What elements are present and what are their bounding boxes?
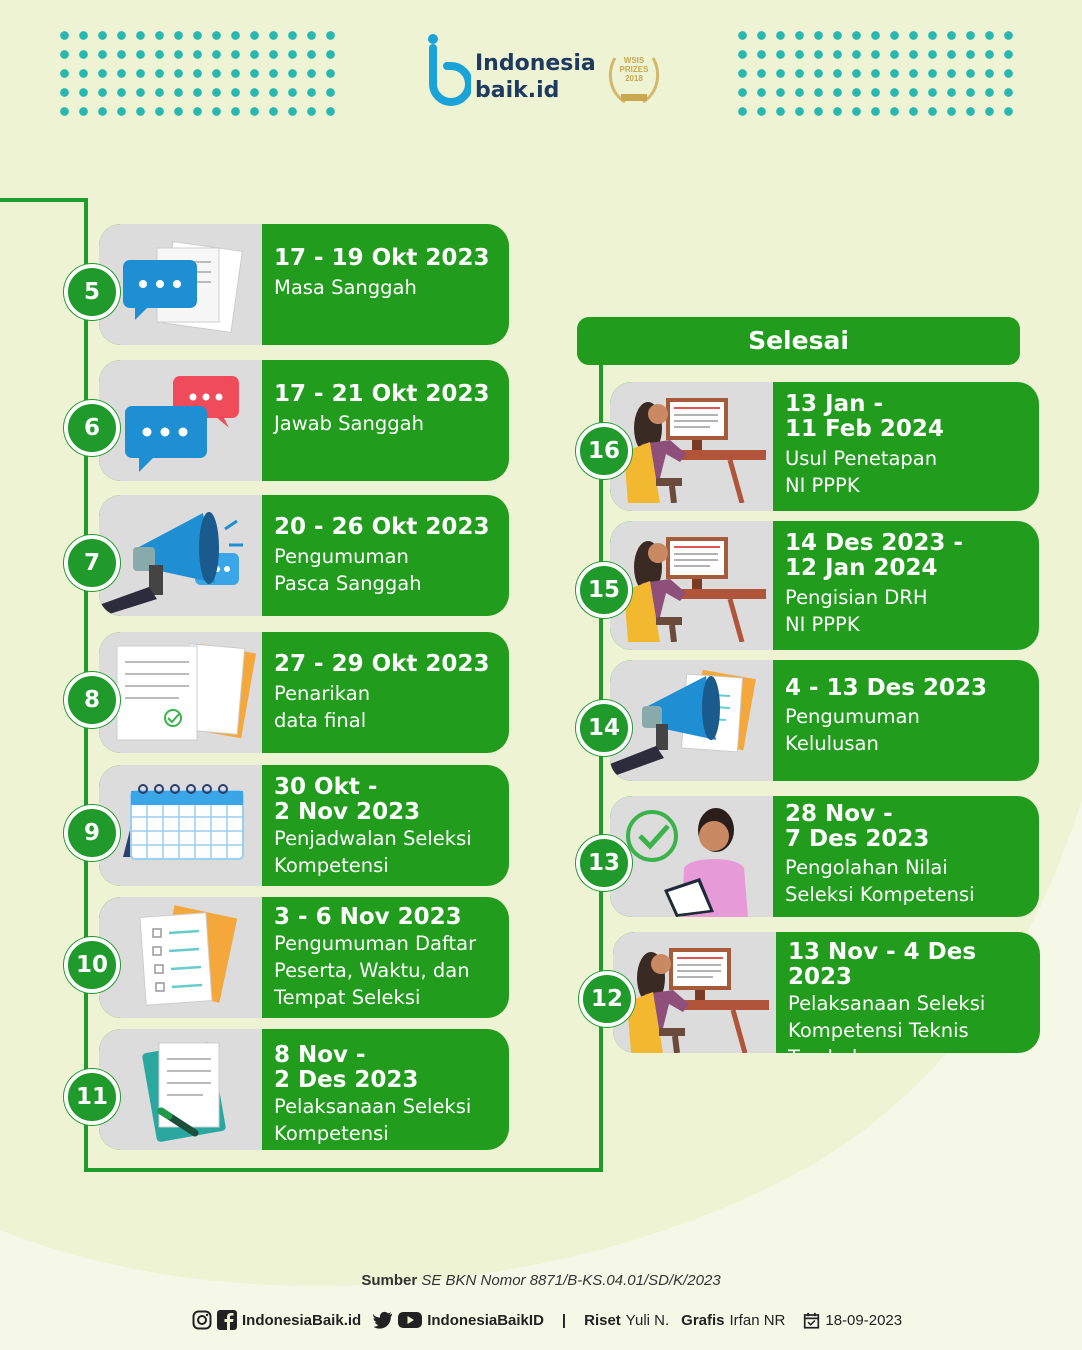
step-label: Pengumuman Pasca Sanggah — [274, 545, 422, 595]
documents-chat-icon — [99, 224, 262, 345]
step-card-12: 13 Nov - 4 Des 2023 Pelaksanaan Seleksi … — [613, 932, 1040, 1053]
step-card-13: 28 Nov - 7 Des 2023 Pengolahan Nilai Sel… — [610, 796, 1039, 917]
step-number-5: 5 — [64, 264, 120, 320]
twitter-icon[interactable] — [373, 1310, 393, 1330]
instagram-icon[interactable] — [192, 1310, 212, 1330]
timeline-line-right — [599, 363, 603, 1172]
step-number-13: 13 — [576, 835, 632, 891]
step-card-8: 27 - 29 Okt 2023 Penarikan data final — [99, 632, 509, 753]
chat-bubbles-icon — [99, 360, 262, 481]
step-label: Usul Penetapan NI PPPK — [785, 447, 938, 497]
step-number-14: 14 — [576, 700, 632, 756]
step-label: Pengolahan Nilai Seleksi Kompetensi — [785, 856, 975, 906]
step-date: 13 Nov - 4 Des 2023 — [788, 939, 977, 990]
megaphone-document-icon — [610, 660, 773, 781]
step-date: 13 Jan - 11 Feb 2024 — [785, 391, 944, 442]
step-date: 30 Okt - 2 Nov 2023 — [274, 774, 421, 825]
facebook-icon[interactable] — [217, 1310, 237, 1330]
calendar-small-icon — [804, 1312, 820, 1329]
timeline-line-bottom — [84, 1168, 603, 1172]
wsis-prize-badge — [608, 57, 660, 104]
source-line: Sumber SE BKN Nomor 8871/B-KS.04.01/SD/K… — [0, 1272, 1082, 1289]
step-number-7: 7 — [64, 535, 120, 591]
footer: IndonesiaBaik.id IndonesiaBaikID | Riset… — [192, 1308, 902, 1332]
woman-computer-icon — [610, 382, 773, 511]
step-label: Jawab Sanggah — [274, 412, 424, 435]
wsis-badge-text: WSIS PRIZES 2018 — [619, 56, 649, 83]
step-label: Pengumuman Kelulusan — [785, 705, 920, 755]
step-number-6: 6 — [64, 400, 120, 456]
dot-pattern-left — [55, 26, 345, 121]
footer-date: 18-09-2023 — [825, 1311, 903, 1329]
dot-pattern-right — [733, 26, 1023, 121]
step-date: 4 - 13 Des 2023 — [785, 675, 987, 701]
step-number-10: 10 — [64, 937, 120, 993]
step-label: Pelaksanaan Seleksi Kompetensi Teknis Ta… — [788, 992, 986, 1053]
megaphone-icon — [99, 495, 262, 616]
step-card-5: 17 - 19 Okt 2023 Masa Sanggah — [99, 224, 509, 345]
step-card-10: 3 - 6 Nov 2023 Pengumuman Daftar Peserta… — [99, 897, 509, 1018]
step-date: 3 - 6 Nov 2023 — [274, 904, 462, 930]
step-number-12: 12 — [579, 971, 635, 1027]
step-card-6: 17 - 21 Okt 2023 Jawab Sanggah — [99, 360, 509, 481]
step-number-16: 16 — [576, 423, 632, 479]
woman-computer-icon — [613, 932, 776, 1053]
source-prefix: Sumber — [361, 1272, 418, 1289]
step-label: Pengisian DRH NI PPPK — [785, 586, 928, 636]
step-label: Penjadwalan Seleksi Kompetensi — [274, 827, 472, 877]
step-number-11: 11 — [64, 1069, 120, 1125]
footer-handle-1[interactable]: IndonesiaBaik.id — [242, 1311, 362, 1329]
step-date: 20 - 26 Okt 2023 — [274, 514, 490, 540]
step-label: Penarikan data final — [274, 682, 371, 732]
footer-separator: | — [561, 1311, 567, 1329]
riset-name: Yuli N. — [625, 1311, 670, 1329]
step-card-7: 20 - 26 Okt 2023 Pengumuman Pasca Sangga… — [99, 495, 509, 616]
step-number-8: 8 — [64, 672, 120, 728]
step-date: 17 - 19 Okt 2023 — [274, 245, 490, 271]
clipboard-pen-icon — [99, 1029, 262, 1150]
grafis-name: Irfan NR — [729, 1311, 786, 1329]
step-card-16: 13 Jan - 11 Feb 2024 Usul Penetapan NI P… — [610, 382, 1039, 511]
step-number-15: 15 — [576, 562, 632, 618]
indonesiabaik-logo: Indonesia baik.id WSIS PRIZES 2018 — [425, 32, 675, 112]
woman-reading-check-icon — [610, 796, 773, 917]
grafis-label: Grafis — [681, 1311, 725, 1329]
step-label: Pengumuman Daftar Peserta, Waktu, dan Te… — [274, 932, 477, 1009]
step-label: Pelaksanaan Seleksi Kompetensi — [274, 1095, 472, 1145]
step-date: 8 Nov - 2 Des 2023 — [274, 1042, 419, 1093]
woman-computer-icon — [610, 521, 773, 650]
step-card-11: 8 Nov - 2 Des 2023 Pelaksanaan Seleksi K… — [99, 1029, 509, 1150]
step-date: 14 Des 2023 - 12 Jan 2024 — [785, 530, 963, 581]
step-date: 28 Nov - 7 Des 2023 — [785, 801, 930, 852]
logo-b-icon — [428, 34, 473, 106]
step-number-9: 9 — [64, 805, 120, 861]
step-card-9: 30 Okt - 2 Nov 2023 Penjadwalan Seleksi … — [99, 765, 509, 886]
riset-label: Riset — [584, 1311, 621, 1329]
youtube-icon[interactable] — [398, 1310, 423, 1330]
documents-check-icon — [99, 632, 262, 753]
step-card-15: 14 Des 2023 - 12 Jan 2024 Pengisian DRH … — [610, 521, 1039, 650]
source-text: SE BKN Nomor 8871/B-KS.04.01/SD/K/2023 — [421, 1272, 721, 1289]
calendar-icon — [99, 765, 262, 886]
step-date: 17 - 21 Okt 2023 — [274, 381, 490, 407]
step-card-14: 4 - 13 Des 2023 Pengumuman Kelulusan — [610, 660, 1039, 781]
footer-handle-2[interactable]: IndonesiaBaikID — [427, 1311, 544, 1329]
timeline-line-top — [0, 198, 88, 202]
checklist-icon — [99, 897, 262, 1018]
step-label: Masa Sanggah — [274, 276, 417, 299]
logo-text: Indonesia baik.id — [475, 51, 596, 103]
selesai-header: Selesai — [577, 317, 1020, 365]
step-date: 27 - 29 Okt 2023 — [274, 651, 490, 677]
